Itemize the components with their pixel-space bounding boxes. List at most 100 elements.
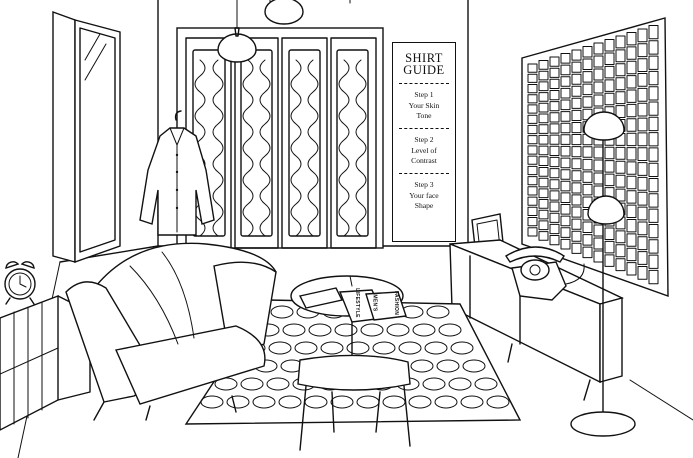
grid-cell [637, 87, 648, 102]
grid-cell [527, 217, 538, 227]
grid-cell [527, 176, 538, 186]
grid-cell [571, 158, 582, 170]
rotary-phone-icon[interactable] [505, 246, 585, 301]
alarm-clock-icon[interactable] [4, 261, 36, 305]
grid-cell [604, 146, 615, 160]
grid-cell [637, 147, 648, 161]
armchair[interactable] [65, 242, 277, 421]
rug-ring [448, 377, 472, 391]
grid-cell [560, 180, 571, 192]
grid-cell [549, 235, 560, 246]
grid-cell [582, 221, 593, 233]
grid-cell [549, 179, 560, 190]
grid-cell [538, 231, 549, 241]
grid-cell [538, 134, 549, 145]
ottoman[interactable] [297, 354, 411, 451]
grid-cell [648, 25, 659, 40]
grid-cell [571, 61, 582, 73]
grid-cell [626, 60, 637, 75]
rug-ring [282, 323, 306, 337]
rug-ring [360, 323, 384, 337]
poster-step-2: Step 2 Level of Contrast [393, 135, 455, 166]
step-text-line2: Contrast [411, 156, 437, 165]
grid-cell [648, 224, 659, 239]
grid-cell [626, 147, 637, 161]
floor-lamp-icon[interactable] [570, 111, 636, 437]
rug-ring [270, 305, 294, 319]
coffee-table[interactable] [290, 275, 407, 373]
step-text-line1: Level of [411, 146, 437, 155]
grid-cell [560, 157, 571, 169]
grid-cell [615, 160, 626, 174]
grid-cell [538, 220, 549, 231]
rug-ring [294, 341, 318, 355]
wardrobe[interactable] [176, 27, 384, 249]
grid-cell [527, 84, 538, 94]
shirt-on-hanger[interactable] [139, 110, 215, 236]
poster-divider [399, 128, 449, 129]
grid-cell [615, 77, 626, 91]
grid-cell [560, 204, 571, 215]
poster-title: SHIRT GUIDE [393, 52, 455, 77]
rug-ring [308, 323, 332, 337]
grid-cell [615, 244, 626, 258]
grid-cell [648, 101, 659, 116]
rug-ring [240, 377, 264, 391]
grid-cell [549, 223, 560, 235]
grid-cell [538, 113, 549, 124]
grid-cell [593, 68, 604, 81]
grid-cell [527, 227, 538, 237]
grid-cell [527, 206, 538, 217]
grid-cell [560, 192, 571, 203]
rug-ring [330, 395, 354, 409]
grid-cell [549, 201, 560, 212]
grid-cell [538, 60, 549, 70]
grid-cell [571, 85, 582, 97]
pendant-lamps[interactable] [217, 0, 351, 63]
grid-cell [560, 227, 571, 238]
standing-mirror[interactable] [52, 11, 121, 263]
rug-ring [412, 323, 436, 337]
grid-cell [538, 156, 549, 167]
grid-cell [648, 193, 659, 208]
grid-cell [626, 190, 637, 204]
grid-cell [538, 70, 549, 81]
step-text-line2: Tone [416, 111, 432, 120]
rug-ring [226, 395, 250, 409]
grid-cell [626, 204, 637, 219]
grid-cell [527, 196, 538, 206]
grid-cell [604, 173, 615, 187]
grid-cell [549, 90, 560, 101]
rug-ring [410, 359, 434, 373]
grid-cell [571, 230, 582, 242]
grid-cell [560, 145, 571, 157]
grid-cell [637, 132, 648, 147]
grid-cell [582, 234, 593, 246]
grid-cell [648, 162, 659, 177]
grid-cell [560, 53, 571, 64]
rug-ring [424, 341, 448, 355]
grid-cell [604, 52, 615, 65]
grid-cell [571, 109, 582, 122]
grid-cell [538, 81, 549, 92]
grid-cell [615, 230, 626, 244]
grid-cell [637, 236, 648, 251]
grid-cell [648, 269, 659, 285]
grid-cell [648, 239, 659, 254]
poster-divider [399, 173, 449, 174]
rug-ring [426, 305, 450, 319]
grid-cell [582, 183, 593, 196]
grid-cell [549, 134, 560, 145]
step-number: Step 1 [414, 90, 434, 99]
grid-cell [626, 32, 637, 46]
rug-ring [408, 395, 432, 409]
grid-cell [648, 178, 659, 193]
grid-cell [582, 246, 593, 259]
grid-cell [571, 49, 582, 61]
rug-ring [474, 377, 498, 391]
grid-cell [538, 167, 549, 177]
grid-cell [549, 123, 560, 134]
grid-cell [560, 169, 571, 180]
grid-cell [527, 114, 538, 124]
shirt-guide-poster[interactable]: SHIRT GUIDE Step 1 Your Skin Tone Step 2… [392, 42, 456, 242]
